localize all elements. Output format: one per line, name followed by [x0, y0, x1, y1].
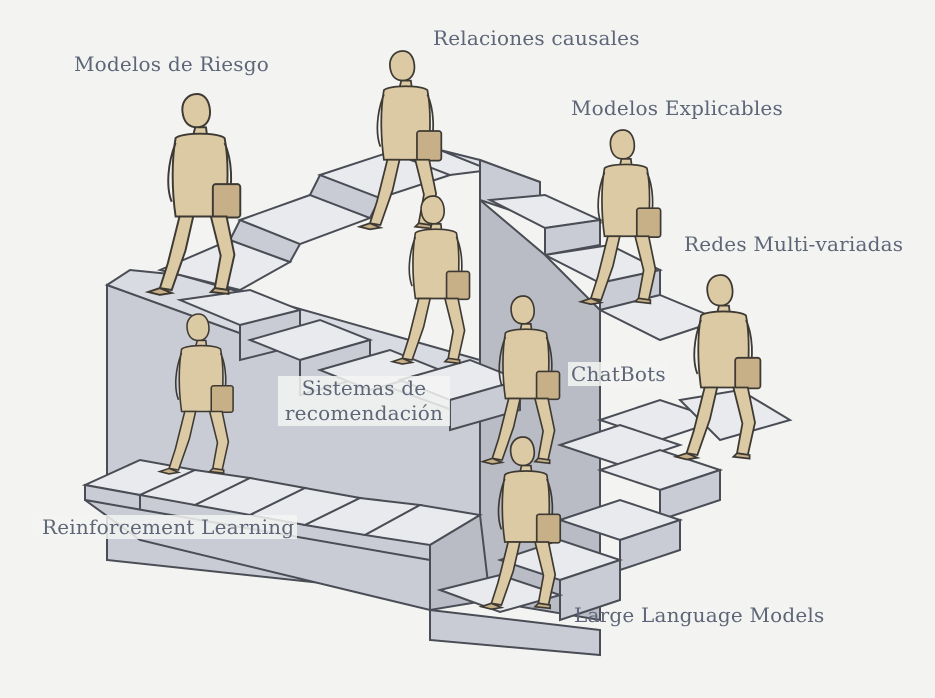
label-reinforcement-learning: Reinforcement Learning	[39, 515, 298, 539]
label-chatbots: ChatBots	[568, 362, 669, 386]
label-redes-multivariadas: Redes Multi-variadas	[684, 232, 904, 256]
label-sistemas-line2: recomendación	[284, 401, 444, 425]
label-relaciones-causales: Relaciones causales	[433, 26, 640, 50]
label-llm: Large Language Models	[574, 603, 825, 627]
label-sistemas-recomendacion: Sistemas de recomendación	[278, 376, 450, 426]
label-sistemas-line1: Sistemas de	[301, 376, 427, 400]
label-modelos-explicables: Modelos Explicables	[571, 96, 783, 120]
label-modelos-riesgo: Modelos de Riesgo	[74, 52, 270, 76]
